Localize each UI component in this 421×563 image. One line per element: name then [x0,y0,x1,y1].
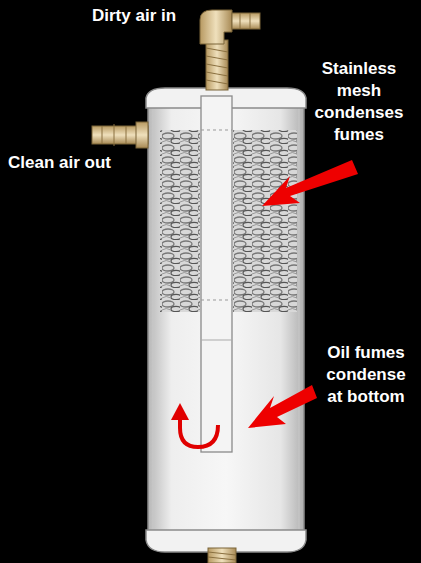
callout-label: Oil fumes condense at bottom [320,342,412,408]
tube-marker [201,130,232,131]
inner-tube [201,96,232,452]
flow-arrow [180,418,218,447]
stainless-mesh [233,130,297,312]
stainless-mesh [160,130,200,312]
housing-wall [299,108,300,532]
tube-marker [201,340,232,341]
drain-fitting [208,548,236,563]
callout-label: Clean air out [8,152,111,174]
callout-label: Dirty air in [92,5,176,27]
tube-marker [201,300,232,301]
callout-label: Stainless mesh condenses fumes [306,58,412,146]
flow-arrowhead [171,403,189,420]
inlet-fitting [206,40,228,90]
hose-barb [232,13,260,29]
pointer-arrow [248,385,317,428]
pointer-arrow [262,160,358,206]
housing-wall [153,108,154,532]
elbow [200,10,232,44]
